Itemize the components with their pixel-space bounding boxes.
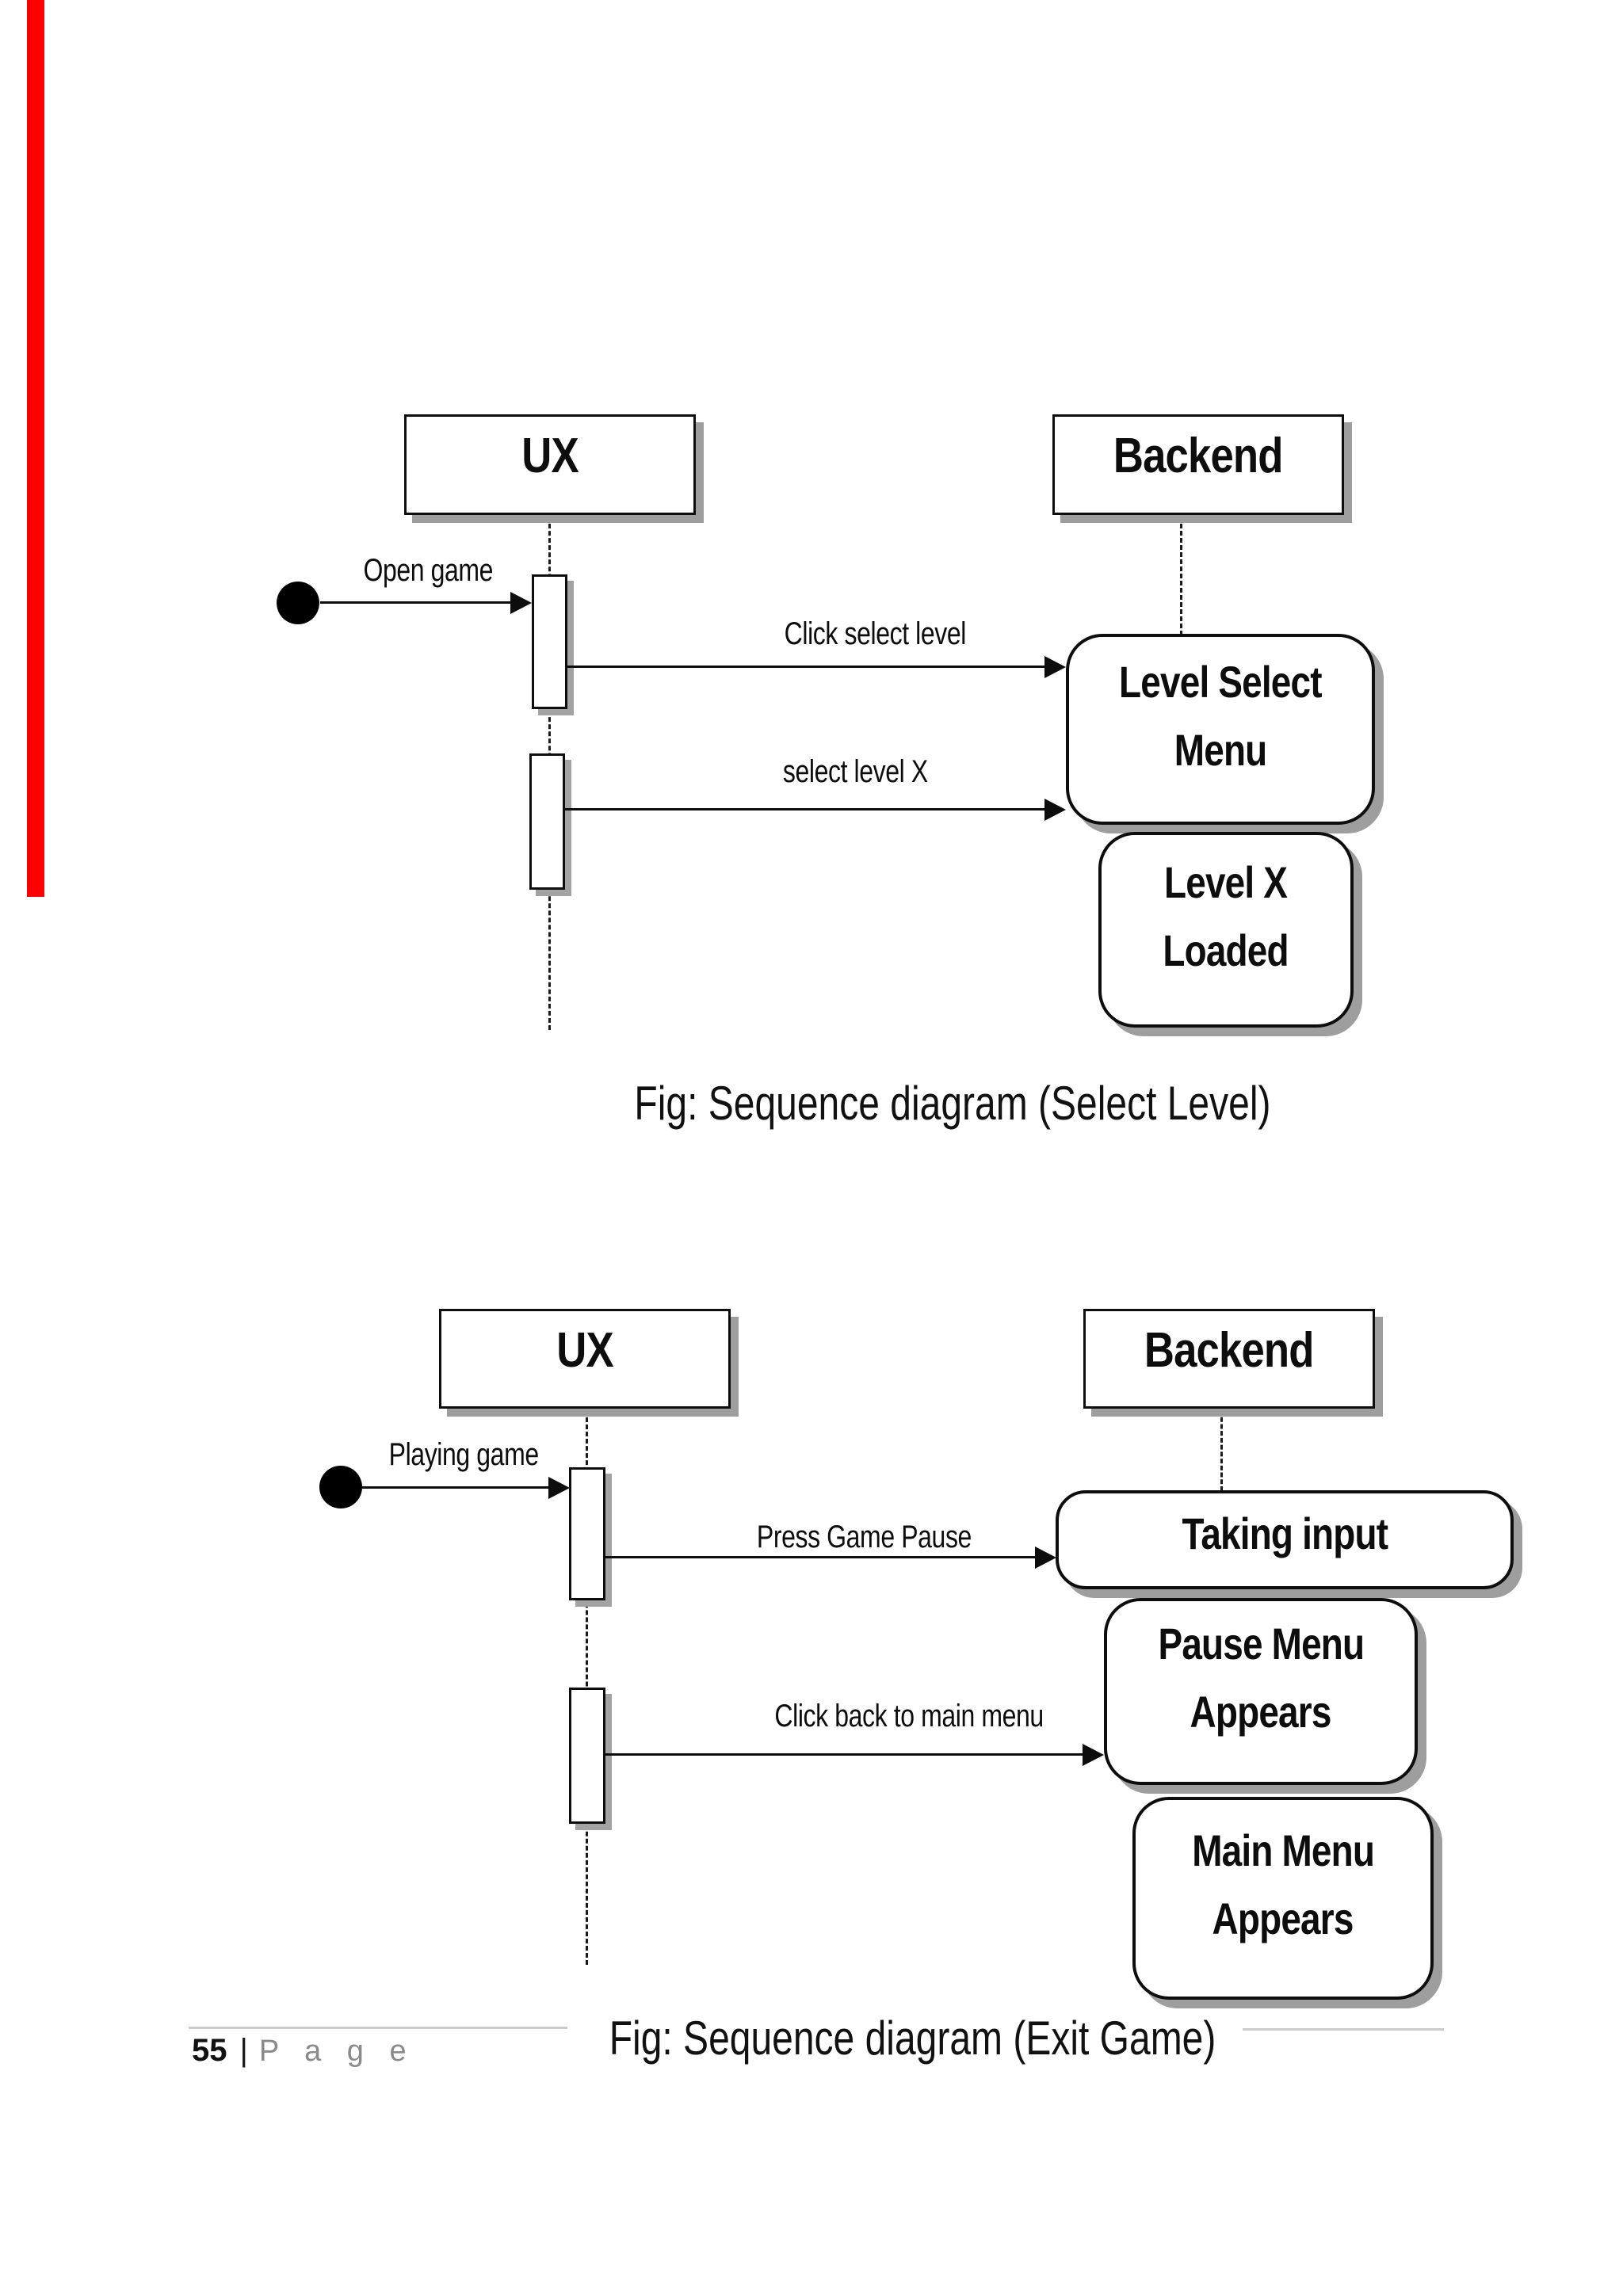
- footer-divider-right: [1243, 2028, 1444, 2031]
- footer-page-number: 55: [192, 2033, 227, 2068]
- message-label: Click back to main menu: [774, 1699, 1044, 1733]
- figure-caption: Fig: Sequence diagram (Exit Game): [609, 2012, 1216, 2065]
- start-message-label: Open game: [363, 553, 493, 588]
- page-footer: 55 | P a g e: [192, 2033, 415, 2069]
- node-pause-menu-appears: Pause Menu Appears: [1104, 1598, 1418, 1785]
- message-label: select level X: [782, 754, 928, 789]
- node-level-x-loaded: Level X Loaded: [1098, 832, 1354, 1028]
- node-main-menu-appears: Main Menu Appears: [1132, 1797, 1434, 2000]
- actor-box-backend: Backend: [1052, 414, 1344, 515]
- message-line: [567, 666, 1046, 668]
- message-label: Click select level: [784, 616, 966, 651]
- message-line: [605, 1753, 1084, 1756]
- revision-change-bar: [27, 0, 44, 897]
- start-message-line: [361, 1486, 550, 1489]
- message-line: [605, 1556, 1037, 1558]
- footer-divider-left: [189, 2027, 567, 2029]
- start-message-label: Playing game: [388, 1437, 539, 1472]
- actor-box-ux: UX: [404, 414, 696, 515]
- node-level-select-menu: Level Select Menu: [1066, 634, 1375, 825]
- arrowhead-icon: [1044, 799, 1066, 821]
- backend-lifeline: [1220, 1410, 1223, 1491]
- actor-label-ux: UX: [556, 1322, 613, 1378]
- arrowhead-icon: [1044, 656, 1066, 678]
- activation-bar: [532, 574, 567, 709]
- footer-separator: |: [239, 2033, 248, 2068]
- start-node-icon: [319, 1466, 362, 1508]
- actor-label-ux: UX: [521, 429, 579, 483]
- arrowhead-icon: [1083, 1744, 1104, 1766]
- actor-box-ux: UX: [439, 1309, 731, 1409]
- activation-bar: [529, 753, 565, 890]
- arrowhead-icon: [548, 1477, 570, 1499]
- figure-caption: Fig: Sequence diagram (Select Level): [634, 1077, 1271, 1130]
- arrowhead-icon: [510, 592, 532, 614]
- node-taking-input: Taking input: [1056, 1490, 1514, 1589]
- message-label: Press Game Pause: [756, 1520, 972, 1554]
- footer-page-word: P a g e: [258, 2035, 415, 2068]
- actor-label-backend: Backend: [1113, 429, 1284, 483]
- start-message-line: [320, 601, 512, 604]
- start-node-icon: [277, 582, 319, 624]
- arrowhead-icon: [1035, 1547, 1056, 1569]
- activation-bar: [569, 1688, 605, 1824]
- actor-box-backend: Backend: [1083, 1309, 1375, 1409]
- message-line: [565, 808, 1046, 810]
- actor-label-backend: Backend: [1144, 1322, 1315, 1378]
- backend-lifeline: [1180, 517, 1182, 635]
- activation-bar: [569, 1467, 605, 1600]
